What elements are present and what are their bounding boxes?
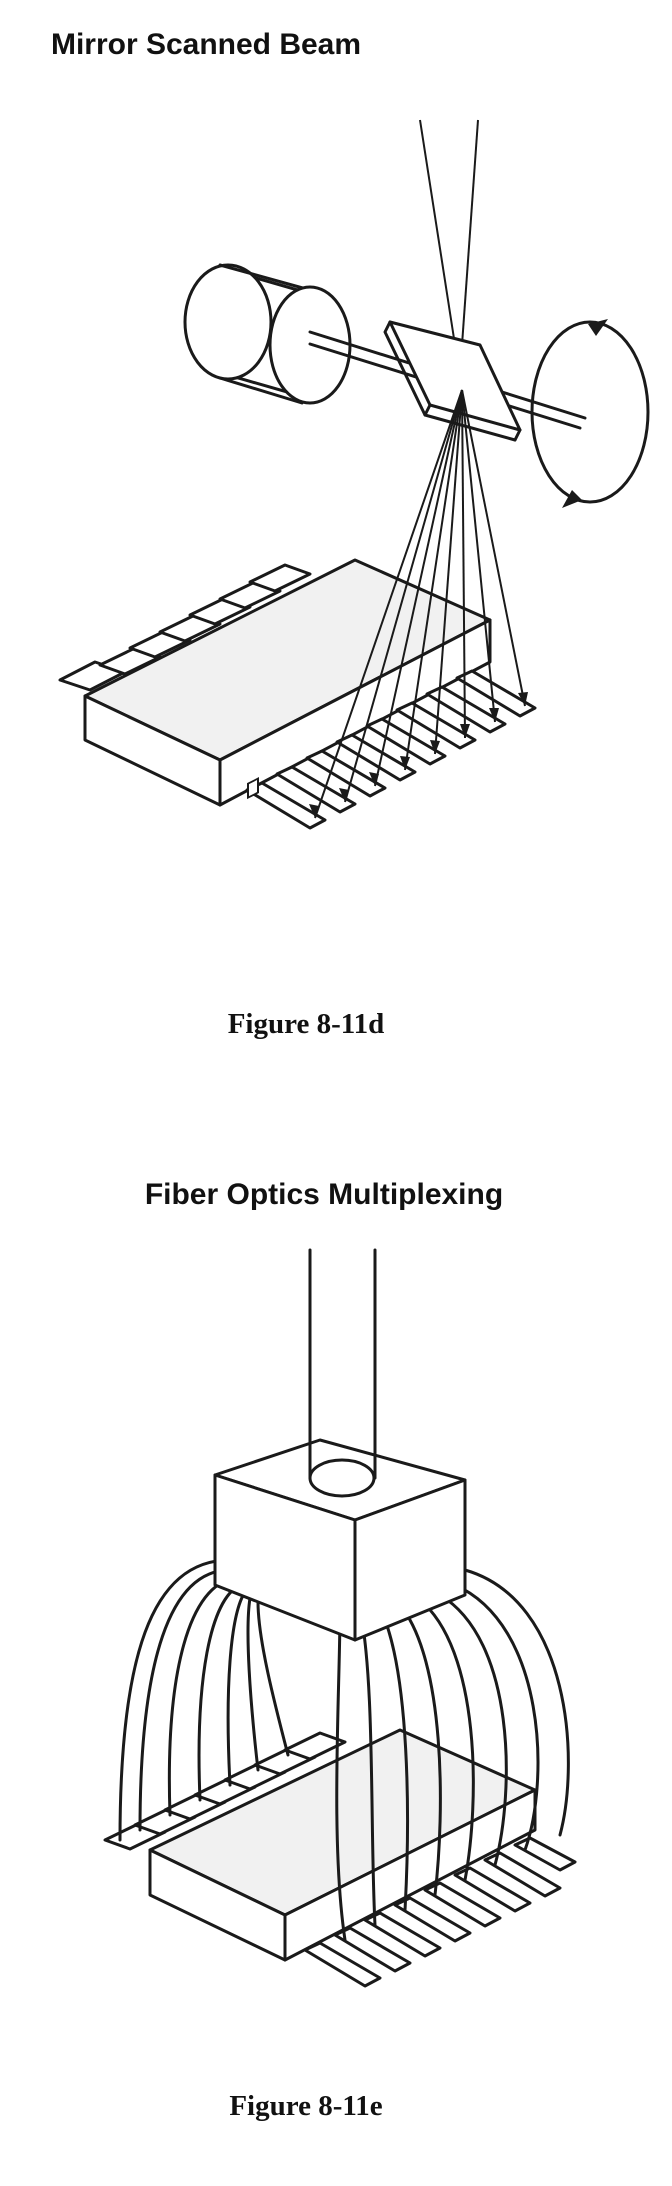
scanning-mirror	[383, 320, 522, 442]
rotation-arrow-icon	[588, 319, 608, 336]
coupler-block	[213, 1438, 467, 1642]
rotation-indicator	[530, 319, 650, 508]
mirror-scanned-beam-diagram	[58, 119, 650, 830]
figure-title: Mirror Scanned Beam	[50, 28, 362, 61]
ic-chip	[58, 558, 537, 830]
figure-caption: Figure 8-11e	[229, 2090, 383, 2122]
figure-title: Fiber Optics Multiplexing	[144, 1178, 504, 1211]
incoming-beam	[419, 119, 479, 346]
rotation-arrow-icon	[562, 490, 582, 508]
figure-caption: Figure 8-11d	[227, 1008, 385, 1040]
motor-cylinder	[183, 263, 352, 405]
fiber-optics-multiplexing-diagram	[103, 1248, 577, 1988]
fiber-entry-port	[308, 1458, 376, 1498]
optical-fibers-right	[335, 1568, 570, 1942]
scanned-beams	[309, 389, 528, 819]
ic-chip	[103, 1728, 577, 1988]
fiber-bundle-tube	[308, 1248, 377, 1477]
